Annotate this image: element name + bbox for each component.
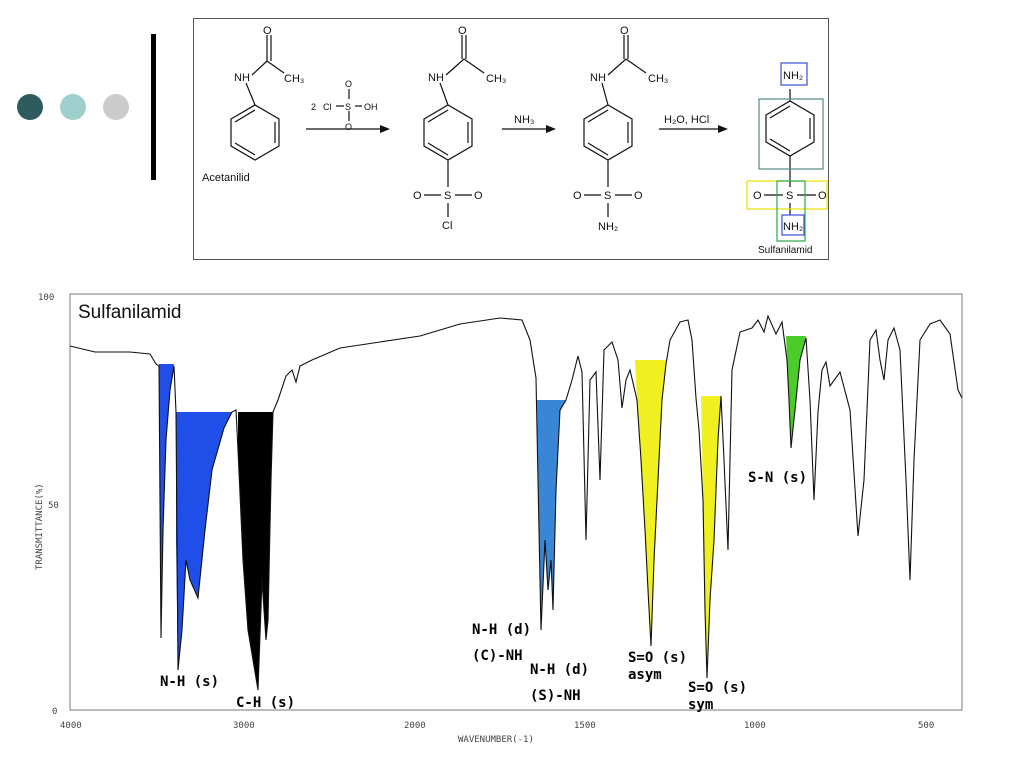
atom-label: Cl bbox=[323, 102, 332, 112]
x-tick: 2000 bbox=[404, 721, 426, 731]
highlight-sn-bond bbox=[776, 180, 806, 242]
atom-label: CH₃ bbox=[284, 73, 304, 85]
atom-label: Cl bbox=[442, 220, 452, 232]
reaction-scheme: NH O CH₃ Acetanilid 2 Cl S O O OH NH O C… bbox=[193, 18, 829, 260]
x-tick: 4000 bbox=[60, 721, 82, 731]
benzene-ring-3 bbox=[583, 104, 633, 161]
ir-spectrum: 100 50 0 4000 3000 2000 1500 1000 500 WA… bbox=[35, 293, 963, 745]
band-label-sn-stretch: S-N (s) bbox=[748, 470, 807, 486]
spectrum-title: Sulfanilamid bbox=[78, 302, 182, 323]
atom-label: NH₂ bbox=[783, 70, 803, 82]
band-label-nh-bend-s-2: (S)-NH bbox=[530, 688, 581, 704]
atom-label: CH₃ bbox=[486, 73, 506, 85]
band-ch-stretch bbox=[238, 412, 273, 690]
atom-label: S bbox=[345, 102, 351, 112]
atom-label: O bbox=[263, 25, 272, 37]
benzene-ring-1 bbox=[230, 104, 280, 161]
atom-label: S bbox=[444, 190, 451, 202]
band-label-so-sym-2: sym bbox=[688, 697, 713, 713]
x-tick: 500 bbox=[918, 721, 934, 731]
y-axis-label: TRANSMITTANCE(%) bbox=[35, 483, 45, 570]
band-so-sym bbox=[701, 396, 721, 678]
atom-label: O bbox=[345, 122, 352, 132]
x-tick: 1000 bbox=[744, 721, 766, 731]
decor-vertical-bar bbox=[151, 34, 156, 180]
benzene-ring-4 bbox=[765, 100, 815, 157]
atom-label: NH₂ bbox=[783, 221, 803, 233]
atom-label: O bbox=[474, 190, 483, 202]
atom-label: O bbox=[458, 25, 467, 37]
band-nh-stretch-narrow bbox=[159, 364, 174, 638]
band-so-asym bbox=[635, 360, 666, 646]
atom-label: OH bbox=[364, 102, 378, 112]
band-label-nh-bend-c-1: N-H (d) bbox=[472, 622, 531, 638]
reagent-coefficient: 2 bbox=[311, 102, 316, 112]
benzene-ring-2 bbox=[423, 104, 473, 161]
atom-label: O bbox=[620, 25, 629, 37]
atom-label: O bbox=[818, 190, 827, 202]
reagent-hydrolysis: H₂O, HCl bbox=[664, 114, 709, 126]
band-label-so-sym-1: S=O (s) bbox=[688, 680, 747, 696]
atom-label: NH bbox=[234, 72, 250, 84]
band-nh-bend-c bbox=[537, 400, 566, 630]
atom-label: NH bbox=[590, 72, 606, 84]
decor-dot-3 bbox=[103, 94, 129, 120]
band-label-nh-bend-s-1: N-H (d) bbox=[530, 662, 589, 678]
x-tick: 3000 bbox=[233, 721, 255, 731]
atom-label: S bbox=[786, 190, 793, 202]
atom-label: O bbox=[573, 190, 582, 202]
y-tick: 50 bbox=[48, 501, 59, 511]
atom-label: O bbox=[634, 190, 643, 202]
atom-label: O bbox=[345, 79, 352, 89]
atom-label: O bbox=[413, 190, 422, 202]
product-name: Sulfanilamid bbox=[758, 245, 812, 256]
atom-label: NH₂ bbox=[598, 221, 618, 233]
band-label-ch-stretch: C-H (s) bbox=[236, 695, 295, 711]
x-tick: 1500 bbox=[574, 721, 596, 731]
x-axis-label: WAVENUMBER(-1) bbox=[458, 735, 534, 745]
atom-label: CH₃ bbox=[648, 73, 668, 85]
decor-dot-2 bbox=[60, 94, 86, 120]
atom-label: NH bbox=[428, 72, 444, 84]
spectrum-trace bbox=[69, 314, 963, 691]
atom-label: O bbox=[753, 190, 762, 202]
reactant-name: Acetanilid bbox=[202, 172, 250, 184]
highlight-amine-bottom bbox=[781, 214, 805, 236]
band-sn-stretch bbox=[786, 336, 806, 448]
y-tick: 0 bbox=[52, 707, 57, 717]
y-tick: 100 bbox=[38, 293, 54, 303]
highlight-ring bbox=[758, 98, 824, 170]
band-label-so-asym-1: S=O (s) bbox=[628, 650, 687, 666]
reagent-ammonia: NH₃ bbox=[514, 114, 534, 126]
reaction-scheme-drawing: NH O CH₃ Acetanilid 2 Cl S O O OH NH O C… bbox=[202, 25, 828, 256]
decor-dot-1 bbox=[17, 94, 43, 120]
atom-label: S bbox=[604, 190, 611, 202]
band-label-nh-stretch: N-H (s) bbox=[160, 674, 219, 690]
spectrum-frame bbox=[69, 293, 963, 711]
band-nh-stretch bbox=[176, 412, 232, 670]
highlight-amine-top bbox=[780, 62, 808, 86]
band-label-so-asym-2: asym bbox=[628, 667, 662, 683]
band-label-nh-bend-c-2: (C)-NH bbox=[472, 648, 523, 664]
